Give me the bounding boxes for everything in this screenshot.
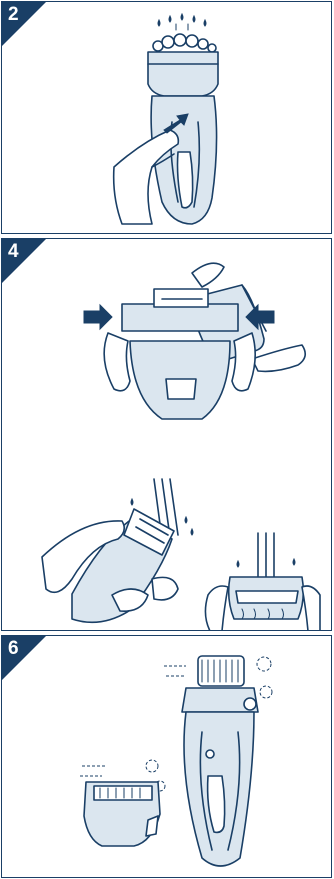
step-panel-4: 4 <box>1 238 332 631</box>
foil-frame-drying <box>80 760 165 846</box>
foam-icon <box>153 34 216 52</box>
rinse-foil-frame <box>205 533 320 631</box>
remove-foil-illustration <box>2 239 332 631</box>
rinse-shaver-under-tap <box>42 479 193 622</box>
water-drops-icon <box>158 14 206 30</box>
step-panel-2: 2 <box>1 1 332 234</box>
press-arrow-left-icon <box>84 305 112 329</box>
shaver-drying <box>164 656 272 866</box>
dry-shaver-illustration <box>2 636 332 878</box>
shaver-rinse-illustration <box>2 2 332 234</box>
step-panel-6: 6 <box>1 635 332 878</box>
